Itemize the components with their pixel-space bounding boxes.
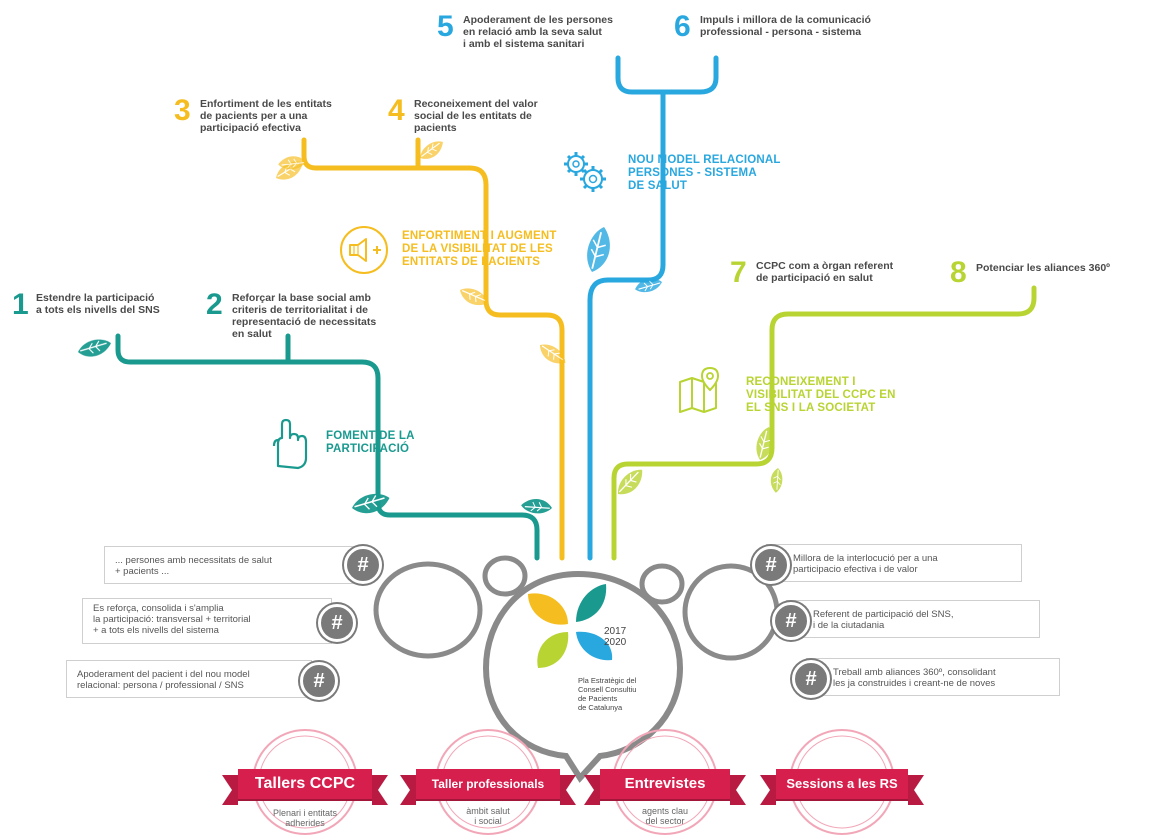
goal-number: 3 xyxy=(174,94,191,127)
axis-title: ENFORTIMENT I AUGMENT DE LA VISIBILITAT … xyxy=(402,230,557,268)
goal-text: Impuls i millora de la comunicació profe… xyxy=(700,14,871,38)
goal-text: Reconeixement del valor social de les en… xyxy=(414,98,538,134)
axis-title: RECONEIXEMENT I VISIBILITAT DEL CCPC EN … xyxy=(746,376,896,414)
goal-number: 5 xyxy=(437,10,454,43)
gears-icon xyxy=(564,152,606,192)
goal-text: Enfortiment de les entitats de pacients … xyxy=(200,98,332,134)
megaphone-icon xyxy=(340,226,388,274)
badge-subtitle: agents clau del sector xyxy=(641,806,689,826)
goal-text: Reforçar la base social amb criteris de … xyxy=(232,292,377,340)
hashtag-icon: # xyxy=(318,604,356,642)
logo-flower-icon xyxy=(528,584,613,668)
map-pin-icon xyxy=(679,366,720,413)
goal-number: 4 xyxy=(388,94,405,127)
hand-pointer-icon xyxy=(272,418,308,470)
goal-number: 7 xyxy=(730,256,747,289)
badge-title: Taller professionals xyxy=(400,769,576,805)
goal-text: CCPC com a òrgan referent de participaci… xyxy=(756,260,894,284)
hashtag-text: Referent de participació del SNS, i de l… xyxy=(786,600,1040,638)
hashtag-text: Es reforça, consolida i s'amplia la part… xyxy=(82,598,332,644)
hashtag-text: Millora de la interlocució per a una par… xyxy=(766,544,1022,582)
hashtag-text: Apoderament del pacient i del nou model … xyxy=(66,660,312,698)
hashtag-text: ... persones amb necessitats de salut + … xyxy=(104,546,358,584)
hashtag-icon: # xyxy=(752,546,790,584)
goal-number: 8 xyxy=(950,256,967,289)
logo-years: 2017 2020 xyxy=(604,626,627,648)
blue-branch xyxy=(587,55,719,561)
yellow-branch xyxy=(301,137,565,561)
hashtag-text: Treball amb aliances 360º, consolidant l… xyxy=(806,658,1060,696)
speech-bubbles xyxy=(373,555,780,783)
badge-title: Tallers CCPC xyxy=(222,769,388,805)
axis-title: NOU MODEL RELACIONAL PERSONES - SISTEMA … xyxy=(628,154,781,192)
hashtag-icon: # xyxy=(772,602,810,640)
axis-title: FOMENT DE LA PARTICIPACIÓ xyxy=(326,430,415,455)
goal-number: 2 xyxy=(206,288,223,321)
badge-subtitle: àmbit salut i social xyxy=(466,806,510,826)
badge-title: Entrevistes xyxy=(584,769,746,805)
goal-number: 6 xyxy=(674,10,691,43)
badge-title: Sessions a les RS xyxy=(760,769,924,805)
hashtag-icon: # xyxy=(344,546,382,584)
teal-branch xyxy=(115,333,540,561)
goal-number: 1 xyxy=(12,288,29,321)
goal-text: Estendre la participació a tots els nive… xyxy=(36,292,160,316)
hashtag-icon: # xyxy=(300,662,338,700)
goal-text: Apoderament de les persones en relació a… xyxy=(463,14,613,50)
hashtag-icon: # xyxy=(792,660,830,698)
goal-text: Potenciar les aliances 360º xyxy=(976,262,1110,274)
badge-subtitle: Plenari i entitats adherides xyxy=(272,808,338,828)
logo-caption: Pla Estratègic del Consell Consultiu de … xyxy=(578,676,637,712)
lime-branch xyxy=(611,285,1037,561)
